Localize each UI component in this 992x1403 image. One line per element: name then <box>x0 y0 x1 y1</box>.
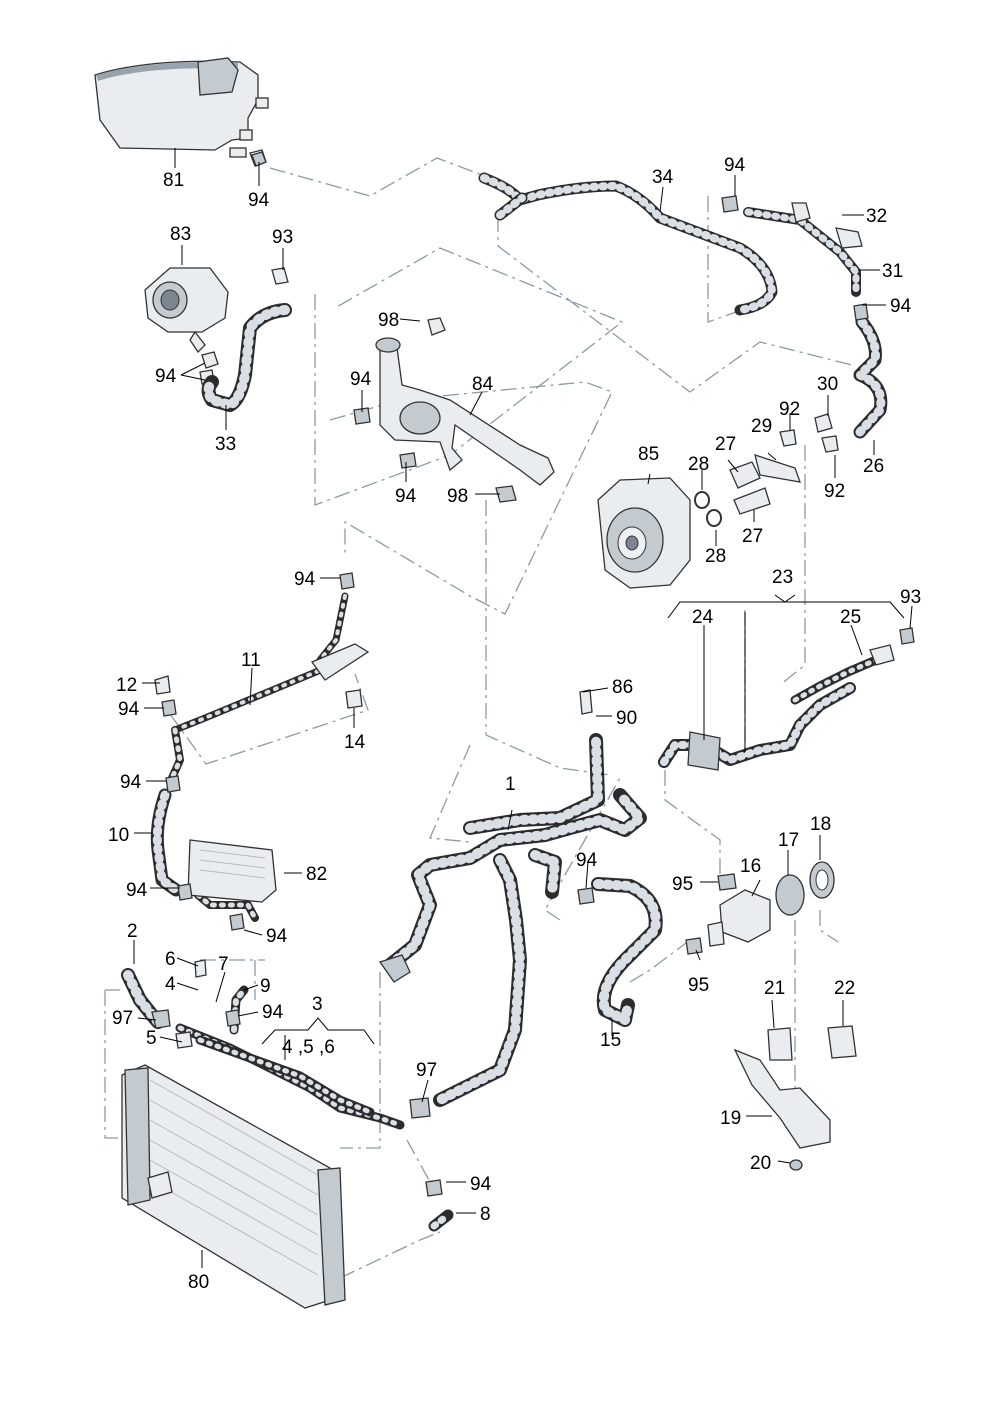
callout-label: 10 <box>108 825 129 846</box>
callout-label: 25 <box>840 607 861 628</box>
callout-label: 94 <box>155 366 177 387</box>
callout-label: 27 <box>715 434 736 455</box>
callout-label: 85 <box>638 444 659 465</box>
callout-label: 16 <box>740 856 761 877</box>
callout-label: 97 <box>112 1008 133 1029</box>
aux-pump <box>707 861 835 947</box>
callout-label: 7 <box>218 954 229 975</box>
connector-lines <box>104 157 853 1279</box>
expansion-tank <box>94 57 269 167</box>
callout-label: 14 <box>344 732 366 753</box>
callout-label: 24 <box>692 607 714 628</box>
callout-label: 94 <box>724 155 746 176</box>
callout-label: 80 <box>188 1272 209 1293</box>
callout-label: 4 ,5 ,6 <box>282 1037 335 1058</box>
callout-label: 98 <box>378 310 399 331</box>
callout-label: 11 <box>241 650 261 671</box>
callout-label: 18 <box>810 814 831 835</box>
callout-label: 6 <box>165 949 176 970</box>
fittings <box>694 413 839 527</box>
callout-label: 15 <box>600 1030 621 1051</box>
radiator <box>121 1064 346 1309</box>
callout-label: 2 <box>127 921 138 942</box>
callout-label: 94 <box>350 369 372 390</box>
callout-labels: 81 94 83 93 94 33 98 94 84 94 98 34 94 3… <box>108 155 921 1293</box>
callout-label: 29 <box>751 416 772 437</box>
callout-label: 8 <box>480 1204 491 1225</box>
callout-label: 32 <box>866 206 887 227</box>
callout-label: 20 <box>750 1153 771 1174</box>
callout-label: 92 <box>779 399 800 420</box>
coolant-flange <box>375 317 555 486</box>
callout-label: 81 <box>163 170 184 191</box>
callout-label: 95 <box>672 874 693 895</box>
callout-label: 90 <box>616 708 637 729</box>
callout-label: 94 <box>890 296 912 317</box>
callout-label: 31 <box>882 261 903 282</box>
callout-label: 94 <box>262 1002 284 1023</box>
callout-label: 94 <box>266 926 288 947</box>
mounting-bracket <box>733 1025 857 1171</box>
callout-label: 3 <box>312 994 323 1015</box>
callout-label: 33 <box>215 434 236 455</box>
heater-box <box>144 267 289 385</box>
leader-lines <box>133 148 913 1268</box>
hoses <box>121 172 895 1232</box>
callout-label: 4 <box>165 974 176 995</box>
callout-label: 82 <box>306 864 327 885</box>
callout-label: 94 <box>118 699 140 720</box>
callout-label: 5 <box>146 1028 157 1049</box>
callout-label: 83 <box>170 224 191 245</box>
callout-label: 98 <box>447 486 468 507</box>
callout-label: 1 <box>505 774 516 795</box>
alternator <box>597 477 691 589</box>
callout-label: 30 <box>817 374 838 395</box>
callout-label: 94 <box>126 880 148 901</box>
callout-label: 94 <box>395 486 417 507</box>
callout-label: 9 <box>260 976 271 997</box>
callout-label: 94 <box>470 1174 492 1195</box>
oil-cooler <box>187 839 277 903</box>
callout-label: 94 <box>248 190 270 211</box>
callout-label: 21 <box>764 978 785 999</box>
callout-label: 22 <box>834 978 855 999</box>
clamps <box>151 151 915 1197</box>
callout-label: 84 <box>472 374 494 395</box>
callout-label: 12 <box>116 675 137 696</box>
callout-label: 27 <box>742 526 763 547</box>
callout-label: 26 <box>863 456 884 477</box>
callout-label: 97 <box>416 1060 437 1081</box>
callout-label: 17 <box>778 830 799 851</box>
callout-label: 28 <box>705 546 726 567</box>
callout-label: 95 <box>688 975 709 996</box>
callout-label: 28 <box>688 454 709 475</box>
callout-label: 23 <box>772 567 793 588</box>
callout-label: 94 <box>120 772 142 793</box>
callout-label: 93 <box>272 227 293 248</box>
callout-label: 86 <box>612 677 633 698</box>
callout-label: 19 <box>720 1108 741 1129</box>
callout-label: 93 <box>900 587 921 608</box>
callout-label: 92 <box>824 481 845 502</box>
callout-label: 94 <box>294 569 316 590</box>
callout-label: 34 <box>652 167 674 188</box>
callout-label: 94 <box>576 850 598 871</box>
